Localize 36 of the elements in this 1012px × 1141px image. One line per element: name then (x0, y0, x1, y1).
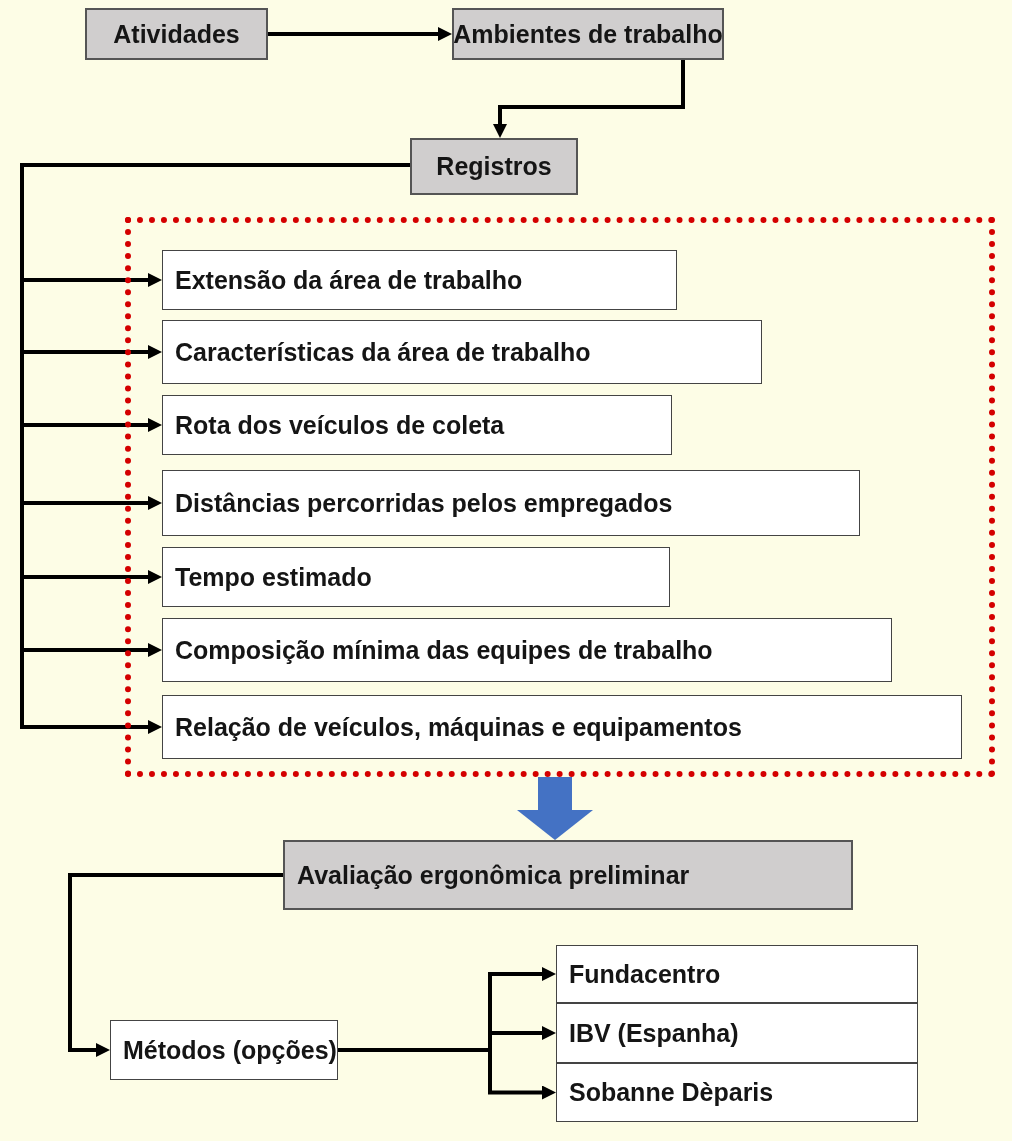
block-arrow (517, 777, 593, 840)
node-label: IBV (Espanha) (569, 1018, 739, 1048)
node-label: Sobanne Dèparis (569, 1078, 774, 1107)
node-label: Atividades (113, 19, 240, 49)
dotted-frame (125, 217, 995, 777)
node-label: Fundacentro (569, 959, 721, 989)
node-label: Extensão da área de trabalho (175, 265, 523, 295)
text-box (556, 945, 918, 1003)
text-box (162, 395, 672, 455)
text-box (162, 547, 670, 607)
node-label: Características da área de trabalho (175, 337, 591, 367)
node-label: Distâncias percorridas pelos empregados (175, 488, 673, 518)
node-label: Ambientes de trabalho (453, 19, 723, 49)
text-box (452, 8, 724, 60)
text-box (410, 138, 578, 195)
text-box (162, 695, 962, 759)
arrow (68, 873, 283, 1057)
text-box (162, 250, 677, 310)
arrow (268, 27, 452, 41)
text-box (162, 320, 762, 384)
arrow (493, 60, 685, 138)
node-label: Registros (436, 152, 552, 181)
text-box (556, 1063, 918, 1122)
text-box (556, 1003, 918, 1063)
text-box (283, 840, 853, 910)
arrow (338, 1048, 556, 1100)
node-label: Métodos (opções) (123, 1035, 337, 1065)
node-label: Rota dos veículos de coleta (175, 410, 505, 440)
node-label: Relação de veículos, máquinas e equipamentos (175, 712, 742, 742)
text-box (85, 8, 268, 60)
text-box (162, 470, 860, 536)
node-label: Tempo estimado (175, 562, 372, 592)
text-box (162, 618, 892, 682)
text-box (110, 1020, 338, 1080)
node-label: Avaliação ergonômica preliminar (297, 860, 690, 890)
node-label: Composição mínima das equipes de trabalho (175, 635, 713, 665)
